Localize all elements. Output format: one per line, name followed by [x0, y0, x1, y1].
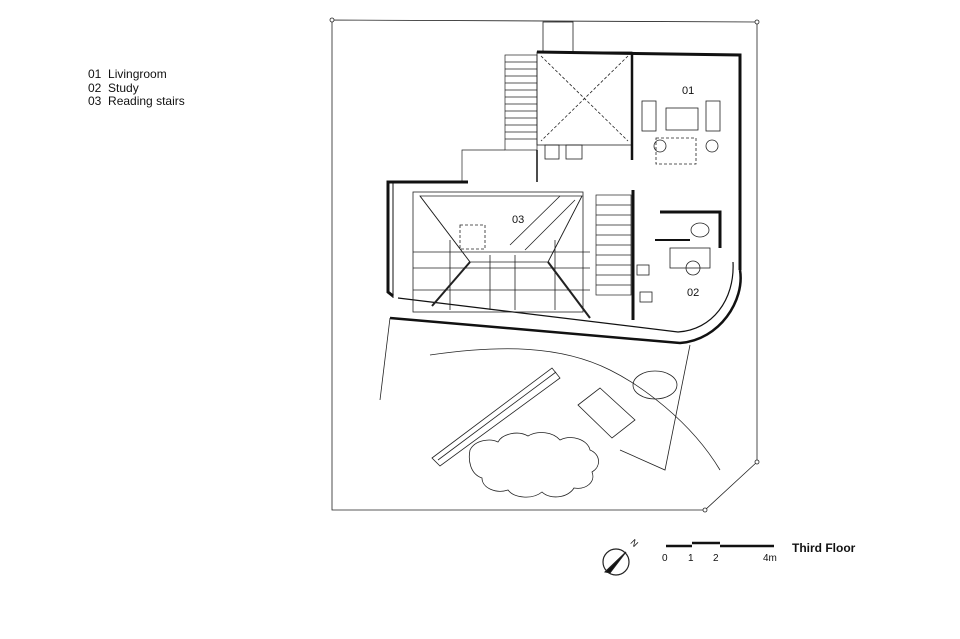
legend-item: 03 Reading stairs — [88, 94, 185, 109]
scale-tick-1: 1 — [688, 553, 694, 564]
tree — [468, 432, 599, 498]
interior-stairs — [595, 194, 632, 296]
legend-num: 01 — [88, 67, 102, 81]
study-furniture — [636, 222, 711, 303]
site-features — [379, 317, 721, 498]
scale-tick-2: 2 — [713, 553, 719, 564]
legend-item: 02 Study — [88, 80, 185, 96]
deck — [577, 387, 636, 439]
legend-item: 01 Livingroom — [88, 67, 185, 82]
void-skylight — [536, 21, 633, 146]
room-label-01: 01 — [682, 85, 695, 97]
plan-title: Third Floor — [792, 541, 856, 555]
legend-num: 03 — [88, 94, 102, 108]
site-boundary — [331, 19, 758, 511]
legend-label: Study — [108, 80, 139, 95]
walls — [386, 50, 742, 345]
room-legend: 01 Livingroom 02 Study 03 Reading stairs — [88, 67, 185, 109]
legend-label: Livingroom — [108, 67, 167, 81]
exterior-stairs — [461, 54, 538, 182]
scale-tick-0: 0 — [662, 553, 668, 564]
livingroom-furniture — [641, 100, 721, 165]
scale-tick-4m: 4m — [763, 553, 777, 564]
scale-bar — [666, 541, 774, 548]
legend-num: 02 — [88, 80, 102, 95]
pond — [632, 370, 678, 400]
legend-label: Reading stairs — [108, 94, 185, 108]
reading-stairs — [412, 191, 591, 319]
sink — [544, 144, 560, 160]
ramp — [431, 367, 561, 467]
room-label-03: 03 — [512, 214, 525, 226]
room-label-02: 02 — [687, 287, 700, 299]
north-arrow-icon — [602, 548, 630, 576]
